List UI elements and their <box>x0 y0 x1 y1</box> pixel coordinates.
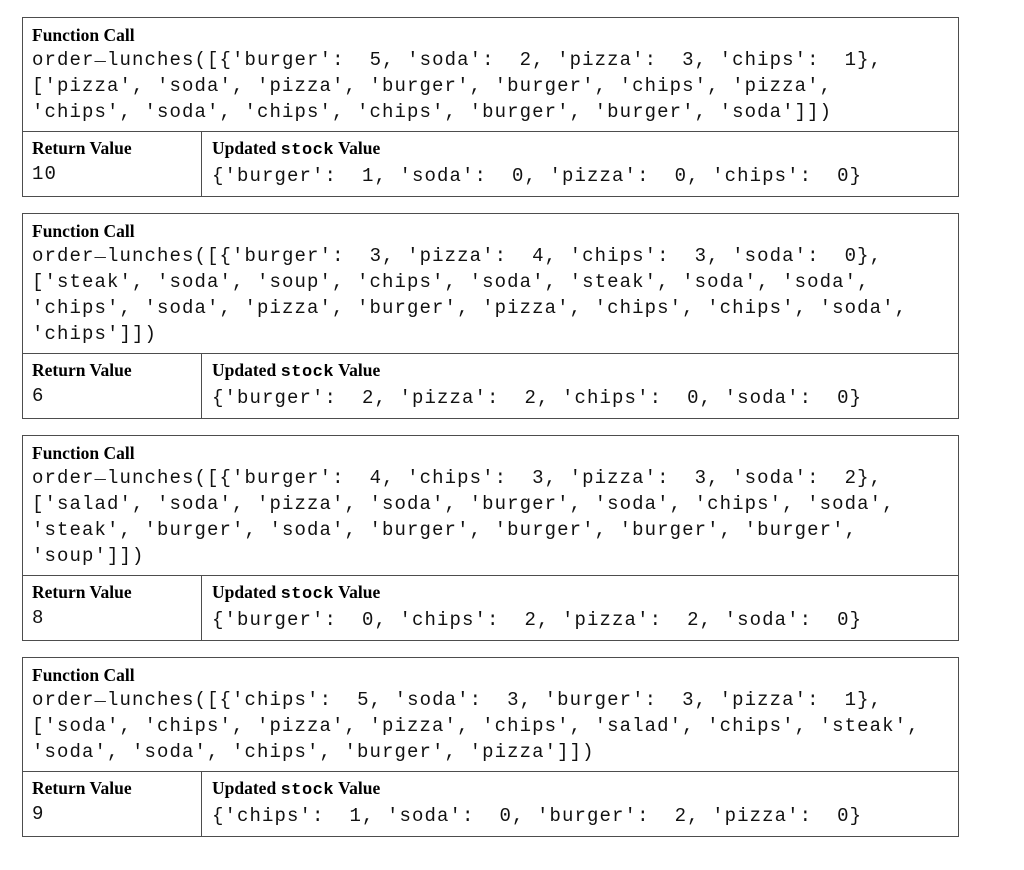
return-value-cell: Return Value 6 <box>23 354 202 418</box>
code-line: 'chips']]) <box>32 323 158 345</box>
function-call-header: Function Call <box>32 665 135 685</box>
value-label: Value <box>334 138 381 158</box>
return-value-header: Return Value <box>32 778 132 798</box>
updated-stock-cell: Updated stock Value {'burger': 1, 'soda'… <box>202 132 958 196</box>
updated-stock-value: {'burger': 0, 'chips': 2, 'pizza': 2, 's… <box>212 609 863 631</box>
function-call-header: Function Call <box>32 25 135 45</box>
function-call-code: order_lunches([{'burger': 5, 'soda': 2, … <box>32 44 948 125</box>
result-row: Return Value 8 Updated stock Value {'bur… <box>23 576 958 640</box>
code-line: ['pizza', 'soda', 'pizza', 'burger', 'bu… <box>32 75 833 97</box>
stock-variable: stock <box>280 781 335 800</box>
function-call-code: order_lunches([{'chips': 5, 'soda': 3, '… <box>32 684 948 765</box>
updated-stock-cell: Updated stock Value {'burger': 2, 'pizza… <box>202 354 958 418</box>
return-value: 6 <box>32 385 45 407</box>
test-case-table: Function Call order_lunches([{'burger': … <box>22 213 959 419</box>
test-case-tables: Function Call order_lunches([{'burger': … <box>22 17 959 853</box>
updated-stock-cell: Updated stock Value {'burger': 0, 'chips… <box>202 576 958 640</box>
code-line: 'steak', 'burger', 'soda', 'burger', 'bu… <box>32 519 858 541</box>
function-call-code: order_lunches([{'burger': 4, 'chips': 3,… <box>32 462 948 569</box>
function-call-section: Function Call order_lunches([{'burger': … <box>23 214 958 354</box>
updated-stock-cell: Updated stock Value {'chips': 1, 'soda':… <box>202 772 958 836</box>
updated-stock-value: {'burger': 2, 'pizza': 2, 'chips': 0, 's… <box>212 387 863 409</box>
return-value-cell: Return Value 10 <box>23 132 202 196</box>
function-call-section: Function Call order_lunches([{'burger': … <box>23 436 958 576</box>
updated-label: Updated <box>212 138 281 158</box>
function-call-section: Function Call order_lunches([{'chips': 5… <box>23 658 958 772</box>
result-row: Return Value 9 Updated stock Value {'chi… <box>23 772 958 836</box>
code-line: order_lunches([{'burger': 5, 'soda': 2, … <box>32 44 883 71</box>
updated-stock-header: Updated stock Value <box>212 358 948 385</box>
code-line: 'soda', 'soda', 'chips', 'burger', 'pizz… <box>32 741 595 763</box>
code-line: order_lunches([{'burger': 3, 'pizza': 4,… <box>32 240 883 267</box>
code-line: order_lunches([{'chips': 5, 'soda': 3, '… <box>32 684 883 711</box>
code-line: ['soda', 'chips', 'pizza', 'pizza', 'chi… <box>32 715 920 737</box>
updated-stock-value: {'burger': 1, 'soda': 0, 'pizza': 0, 'ch… <box>212 165 863 187</box>
function-call-header: Function Call <box>32 221 135 241</box>
test-case-table: Function Call order_lunches([{'burger': … <box>22 17 959 197</box>
return-value-header: Return Value <box>32 360 132 380</box>
updated-stock-header: Updated stock Value <box>212 776 948 803</box>
result-row: Return Value 6 Updated stock Value {'bur… <box>23 354 958 418</box>
updated-stock-header: Updated stock Value <box>212 136 948 163</box>
code-line: 'soup']]) <box>32 545 145 567</box>
return-value-cell: Return Value 9 <box>23 772 202 836</box>
updated-label: Updated <box>212 778 281 798</box>
return-value-cell: Return Value 8 <box>23 576 202 640</box>
code-line: ['salad', 'soda', 'pizza', 'soda', 'burg… <box>32 493 895 515</box>
stock-variable: stock <box>280 363 335 382</box>
function-call-header: Function Call <box>32 443 135 463</box>
function-call-section: Function Call order_lunches([{'burger': … <box>23 18 958 132</box>
code-line: ['steak', 'soda', 'soup', 'chips', 'soda… <box>32 271 870 293</box>
value-label: Value <box>334 778 381 798</box>
code-line: 'chips', 'soda', 'pizza', 'burger', 'piz… <box>32 297 908 319</box>
stock-variable: stock <box>280 141 335 160</box>
value-label: Value <box>334 582 381 602</box>
test-case-table: Function Call order_lunches([{'chips': 5… <box>22 657 959 837</box>
updated-stock-value: {'chips': 1, 'soda': 0, 'burger': 2, 'pi… <box>212 805 863 827</box>
updated-label: Updated <box>212 360 281 380</box>
result-row: Return Value 10 Updated stock Value {'bu… <box>23 132 958 196</box>
return-value: 9 <box>32 803 45 825</box>
updated-stock-header: Updated stock Value <box>212 580 948 607</box>
return-value: 8 <box>32 607 45 629</box>
function-call-code: order_lunches([{'burger': 3, 'pizza': 4,… <box>32 240 948 347</box>
test-case-table: Function Call order_lunches([{'burger': … <box>22 435 959 641</box>
return-value-header: Return Value <box>32 138 132 158</box>
return-value: 10 <box>32 163 58 185</box>
stock-variable: stock <box>280 585 335 604</box>
value-label: Value <box>334 360 381 380</box>
return-value-header: Return Value <box>32 582 132 602</box>
code-line: order_lunches([{'burger': 4, 'chips': 3,… <box>32 462 883 489</box>
code-line: 'chips', 'soda', 'chips', 'chips', 'burg… <box>32 101 833 123</box>
updated-label: Updated <box>212 582 281 602</box>
